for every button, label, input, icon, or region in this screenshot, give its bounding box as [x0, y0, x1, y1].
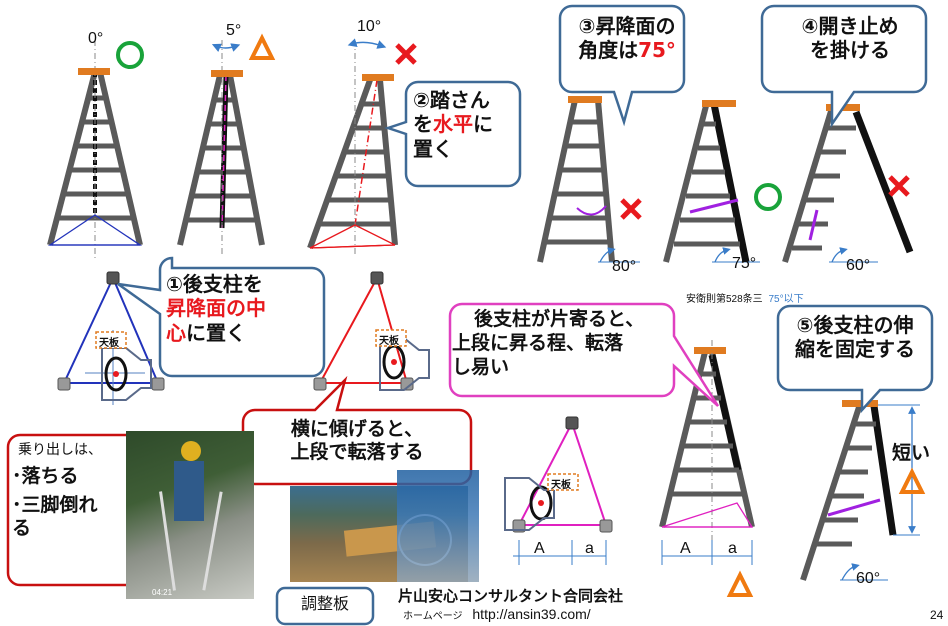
offset-line2: 上段に昇る程、転落: [452, 331, 624, 354]
step3-line2-red: 75°: [638, 38, 676, 63]
ladder-offset: [659, 340, 755, 565]
callout-adjust-box: [275, 586, 375, 626]
angle-label-0: 0°: [88, 30, 104, 47]
tilt-line1: 横に傾げると、: [290, 418, 424, 440]
boarding-line4: る: [12, 517, 32, 540]
step4-line1: ④開き止め: [801, 14, 899, 38]
warn-triangle-mark: [248, 33, 276, 60]
boarding-line1: 乗り出しは、: [18, 442, 102, 458]
step2-line1: ②踏さん: [413, 88, 490, 112]
plan-view-centered: [57, 271, 165, 405]
angle-label-75: 75°: [732, 255, 757, 272]
company-homepage: ホームページ http://ansin39.com/: [403, 606, 591, 622]
callout-step2-text: ②踏さん を水平に 置く: [413, 88, 523, 161]
callout-step1-text: ①後支柱を 昇降面の中 心に置く: [166, 272, 322, 345]
warn-triangle-short: [898, 467, 926, 494]
step5-line1: ⑤後支柱の伸: [796, 313, 914, 337]
company-name: 片山安心コンサルタント合同会社: [398, 588, 624, 605]
ladder-10-degree: [307, 38, 398, 255]
step4-line2: を掛ける: [810, 38, 890, 63]
warn-triangle-offset: [726, 570, 754, 597]
tilt-line2: 上段で転落する: [290, 441, 424, 464]
ok-circle-mark-75: [754, 183, 782, 211]
callout-adjust-text: 調整板: [300, 594, 349, 613]
step2-line2-red: 水平: [433, 112, 473, 137]
step5-line2: 縮を固定する: [795, 337, 915, 362]
photo-person-on-ladder: 04:21: [126, 431, 254, 599]
step3-line2: 角度は75°: [562, 38, 692, 62]
callout-step1-box: [117, 256, 326, 378]
callout-offset-box: [448, 302, 720, 407]
step2-line2: を水平に: [413, 112, 523, 136]
callout-step5-text: ⑤後支柱の伸 縮を固定する: [780, 313, 930, 362]
top-plate-label-1: 天板: [99, 338, 119, 349]
step3-line1: ③昇降面の: [578, 14, 676, 38]
regulation-value: 75°以下: [768, 294, 804, 305]
dim-A-1: A: [534, 540, 545, 557]
ladder-short-leg: [800, 400, 920, 581]
boarding-line2: ･落ちる: [12, 465, 79, 488]
top-plate-label-2: 天板: [379, 336, 399, 347]
callout-step3-text: ③昇降面の 角度は75°: [562, 14, 692, 63]
plan-view-offset: [504, 416, 613, 565]
ng-cross-mark: [395, 43, 417, 65]
angle-label-10: 10°: [357, 18, 382, 35]
callout-step3-box: [558, 4, 686, 127]
ladder-80-degree: [537, 96, 640, 263]
callout-offset-text: 後支柱が片寄ると、 上段に昇る程、転落 し易い: [452, 308, 672, 379]
homepage-label: ホームページ: [403, 611, 463, 622]
step1-line3-post: に置く: [186, 320, 246, 345]
step1-line1: ①後支柱を: [166, 272, 263, 296]
step1-line3-red: 心: [166, 320, 186, 345]
ladder-75-degree: [663, 100, 760, 263]
boarding-line3: ･三脚倒れ: [12, 494, 98, 517]
dim-a-2: a: [728, 540, 737, 557]
ng-cross-mark-60: [888, 175, 910, 197]
ladder-5-degree: [177, 40, 265, 255]
angle-label-60-bottom: 60°: [856, 570, 881, 587]
plan-view-tilted: [313, 271, 430, 391]
callout-step2-box: [384, 80, 522, 188]
step2-line3: 置く: [413, 136, 453, 161]
step3-line2-pre: 角度は: [578, 38, 639, 63]
regulation-text: 安衛則第528条三: [686, 294, 763, 305]
callout-step4-text: ④開き止め を掛ける: [770, 14, 930, 63]
step1-line2: 昇降面の中: [166, 296, 266, 321]
short-label: 短い: [892, 443, 931, 464]
angle-label-60: 60°: [846, 257, 871, 274]
photo-tarp: [397, 470, 479, 582]
dim-A-2: A: [680, 540, 691, 557]
page-number: 24: [930, 608, 944, 622]
ok-circle-mark: [116, 41, 144, 69]
step1-line3: 心に置く: [166, 321, 322, 345]
step2-line2-pre: を: [413, 112, 433, 137]
regulation-note: 安衛則第528条三 75°以下: [686, 290, 804, 305]
angle-label-80: 80°: [612, 258, 637, 275]
photo-timestamp: 04:21: [152, 588, 173, 597]
offset-line1: 後支柱が片寄ると、: [474, 308, 645, 330]
ng-cross-mark-80: [620, 198, 642, 220]
dim-a-1: a: [585, 540, 594, 557]
callout-step5-box: [776, 304, 934, 414]
offset-line3: し易い: [452, 355, 510, 378]
callout-boarding-text: 乗り出しは、 ･落ちる ･三脚倒れ る: [12, 442, 140, 541]
ladder-60-degree: [782, 104, 914, 263]
angle-label-5: 5°: [226, 22, 242, 39]
callout-tilt-text: 横に傾げると、 上段で転落する: [246, 418, 468, 464]
homepage-url: http://ansin39.com/: [472, 606, 591, 622]
ladder-0-degree: [47, 40, 143, 260]
step2-line2-post: に: [473, 112, 493, 137]
top-plate-label-3: 天板: [551, 480, 571, 491]
callout-step4-box: [760, 4, 928, 129]
